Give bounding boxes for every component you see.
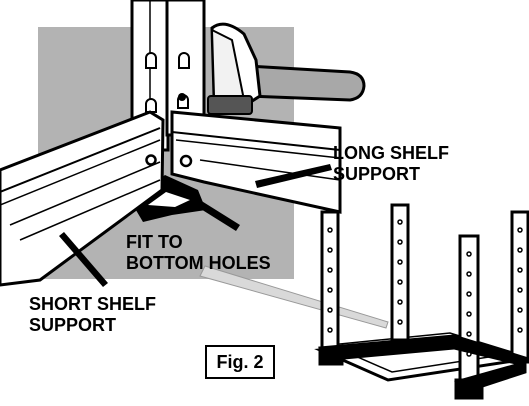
short-shelf-support-label-line-1: SHORT SHELF [29, 294, 157, 314]
long-shelf-support-label: LONG SHELF SUPPORT [333, 143, 449, 185]
short-shelf-support [0, 110, 165, 287]
leader-arrows [59, 164, 332, 287]
shelving-unit-icon [314, 203, 529, 400]
long-shelf-support-label-line-1: LONG SHELF [333, 143, 449, 163]
fit-to-bottom-holes-label-line-2: BOTTOM HOLES [126, 253, 271, 273]
hammer-icon [207, 22, 366, 115]
fit-to-bottom-holes-label-line-1: FIT TO [126, 232, 183, 252]
long-shelf-support-label-line-2: SUPPORT [333, 164, 421, 184]
long-shelf-support [170, 110, 342, 214]
figure-label-box: Fig. 2 [205, 345, 275, 379]
short-shelf-support-label: SHORT SHELF SUPPORT [29, 294, 156, 336]
short-shelf-support-label-line-2: SUPPORT [29, 315, 117, 335]
figure-label: Fig. 2 [216, 351, 264, 372]
fit-to-bottom-holes-label: FIT TO BOTTOM HOLES [126, 232, 271, 274]
